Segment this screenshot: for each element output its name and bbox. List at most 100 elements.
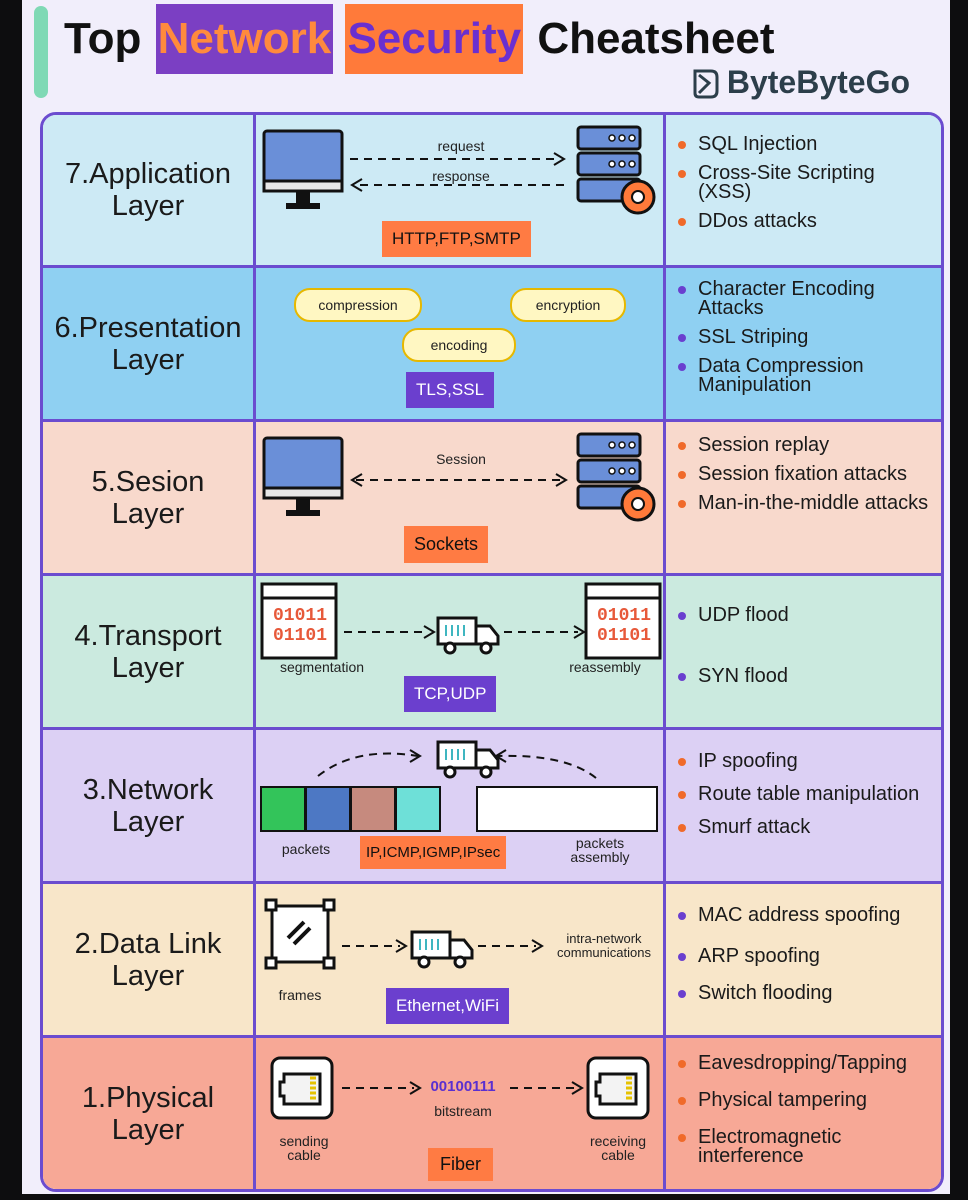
receiving-cable-label: receiving cable: [589, 1133, 647, 1163]
threat-item: Physical tampering: [676, 1090, 933, 1110]
packets-assembly-block: [476, 786, 658, 832]
bits-line-2: 01101: [272, 626, 327, 646]
layer-name-line2: Layer: [111, 959, 185, 992]
layer-name-line2: Layer: [111, 497, 185, 530]
server-gear-icon: [576, 125, 656, 215]
title-word-top: Top: [64, 14, 142, 63]
monitor-icon: [262, 129, 344, 209]
bitstream-value: 00100111: [430, 1078, 496, 1095]
threat-item: IP spoofing: [676, 751, 933, 771]
flow-arrow: [478, 939, 544, 953]
infographic: Top Network Security Cheatsheet ByteByte…: [22, 0, 950, 1194]
truck-icon: [436, 740, 500, 779]
request-arrow: [350, 152, 570, 192]
ethernet-port-icon: [586, 1056, 650, 1120]
layer-name-line1: 2.Data Link: [74, 927, 222, 960]
reassembly-label: reassembly: [569, 659, 641, 675]
session-label: Session: [436, 451, 486, 467]
threat-item: Eavesdropping/Tapping: [676, 1053, 933, 1073]
layer-name-line2: Layer: [111, 1113, 185, 1146]
layer-5-diagram: Session Sockets: [256, 422, 666, 573]
protocol-badge: TCP,UDP: [404, 676, 497, 712]
packets-assembly-label: packets assembly: [570, 835, 630, 865]
layer-3-threats: IP spoofing Route table manipulation Smu…: [666, 730, 941, 881]
binary-window-icon: [584, 582, 662, 660]
threat-item: MAC address spoofing: [676, 905, 933, 925]
layer-name-line1: 7.Application: [64, 158, 232, 190]
compression-pill: compression: [294, 288, 422, 322]
layer-6-threats: Character Encoding Attacks SSL Striping …: [666, 268, 941, 419]
layer-7-threats: SQL Injection Cross-Site Scripting (XSS)…: [666, 115, 941, 265]
protocol-badge: Ethernet,WiFi: [386, 988, 509, 1024]
layer-name-line1: 3.Network: [82, 773, 214, 806]
layer-name-line1: 6.Presentation: [54, 311, 242, 344]
protocol-badge: TLS,SSL: [406, 372, 495, 408]
threat-item: SQL Injection: [676, 134, 933, 154]
brand: ByteByteGo: [691, 64, 910, 101]
threat-item: Smurf attack: [676, 817, 933, 837]
protocol-badge: Sockets: [404, 526, 489, 563]
layer-name-line2: Layer: [111, 805, 185, 838]
packets-label: packets: [281, 841, 331, 857]
flow-arrow: [344, 625, 436, 639]
layer-2-threats: MAC address spoofing ARP spoofing Switch…: [666, 884, 941, 1035]
layer-1-threats: Eavesdropping/Tapping Physical tampering…: [666, 1038, 941, 1189]
bitstream-label: bitstream: [434, 1103, 492, 1119]
flow-arrow: [510, 1081, 584, 1095]
title-word-network: Network: [155, 4, 334, 74]
threat-item: Data Compression Manipulation: [676, 356, 933, 395]
threat-item: ARP spoofing: [676, 946, 933, 966]
sending-cable-label: sending cable: [279, 1133, 329, 1163]
threat-item: SSL Striping: [676, 327, 933, 347]
flow-arrow: [504, 625, 586, 639]
truck-icon: [436, 616, 500, 655]
server-gear-icon: [576, 432, 656, 522]
layer-name-line2: Layer: [111, 343, 185, 376]
bits-line-1: 01011: [272, 606, 327, 626]
layer-4-threats: UDP flood SYN flood: [666, 576, 941, 727]
bits-line-2: 01101: [596, 626, 651, 646]
monitor-icon: [262, 436, 344, 516]
segmentation-label: segmentation: [279, 659, 365, 675]
threat-item: Session replay: [676, 435, 933, 455]
frame-icon: [264, 898, 336, 970]
frames-label: frames: [278, 987, 322, 1003]
brand-logo-icon: [693, 69, 719, 98]
packet-blocks: [260, 786, 441, 832]
accent-bar: [34, 6, 48, 98]
threat-item: DDos attacks: [676, 211, 933, 231]
protocol-badge: Fiber: [428, 1148, 494, 1181]
layer-1-diagram: sending cable 00100111 bitstream receivi…: [256, 1038, 666, 1189]
threat-item: Route table manipulation: [676, 784, 933, 804]
layer-name-line1: 1.Physical: [81, 1081, 215, 1114]
flow-arrow: [342, 939, 408, 953]
session-arrow: [350, 473, 568, 487]
title-word-cheatsheet: Cheatsheet: [537, 14, 775, 63]
flow-arrow: [342, 1081, 422, 1095]
layer-2-diagram: frames intra-network communications Ethe…: [256, 884, 666, 1035]
threat-item: Man-in-the-middle attacks: [676, 493, 933, 513]
response-label: response: [432, 168, 490, 184]
threat-item: Switch flooding: [676, 983, 933, 1003]
page-title: Top Network Security Cheatsheet: [62, 4, 777, 74]
brand-name: ByteByteGo: [726, 64, 910, 100]
threat-item: Electromagnetic interference: [676, 1127, 933, 1166]
threat-item: Session fixation attacks: [676, 464, 933, 484]
intra-network-label: intra-network communications: [557, 931, 651, 960]
threat-item: UDP flood: [676, 605, 933, 625]
protocol-badge: HTTP,FTP,SMTP: [382, 221, 531, 257]
layer-name-line1: 4.Transport: [74, 619, 222, 652]
